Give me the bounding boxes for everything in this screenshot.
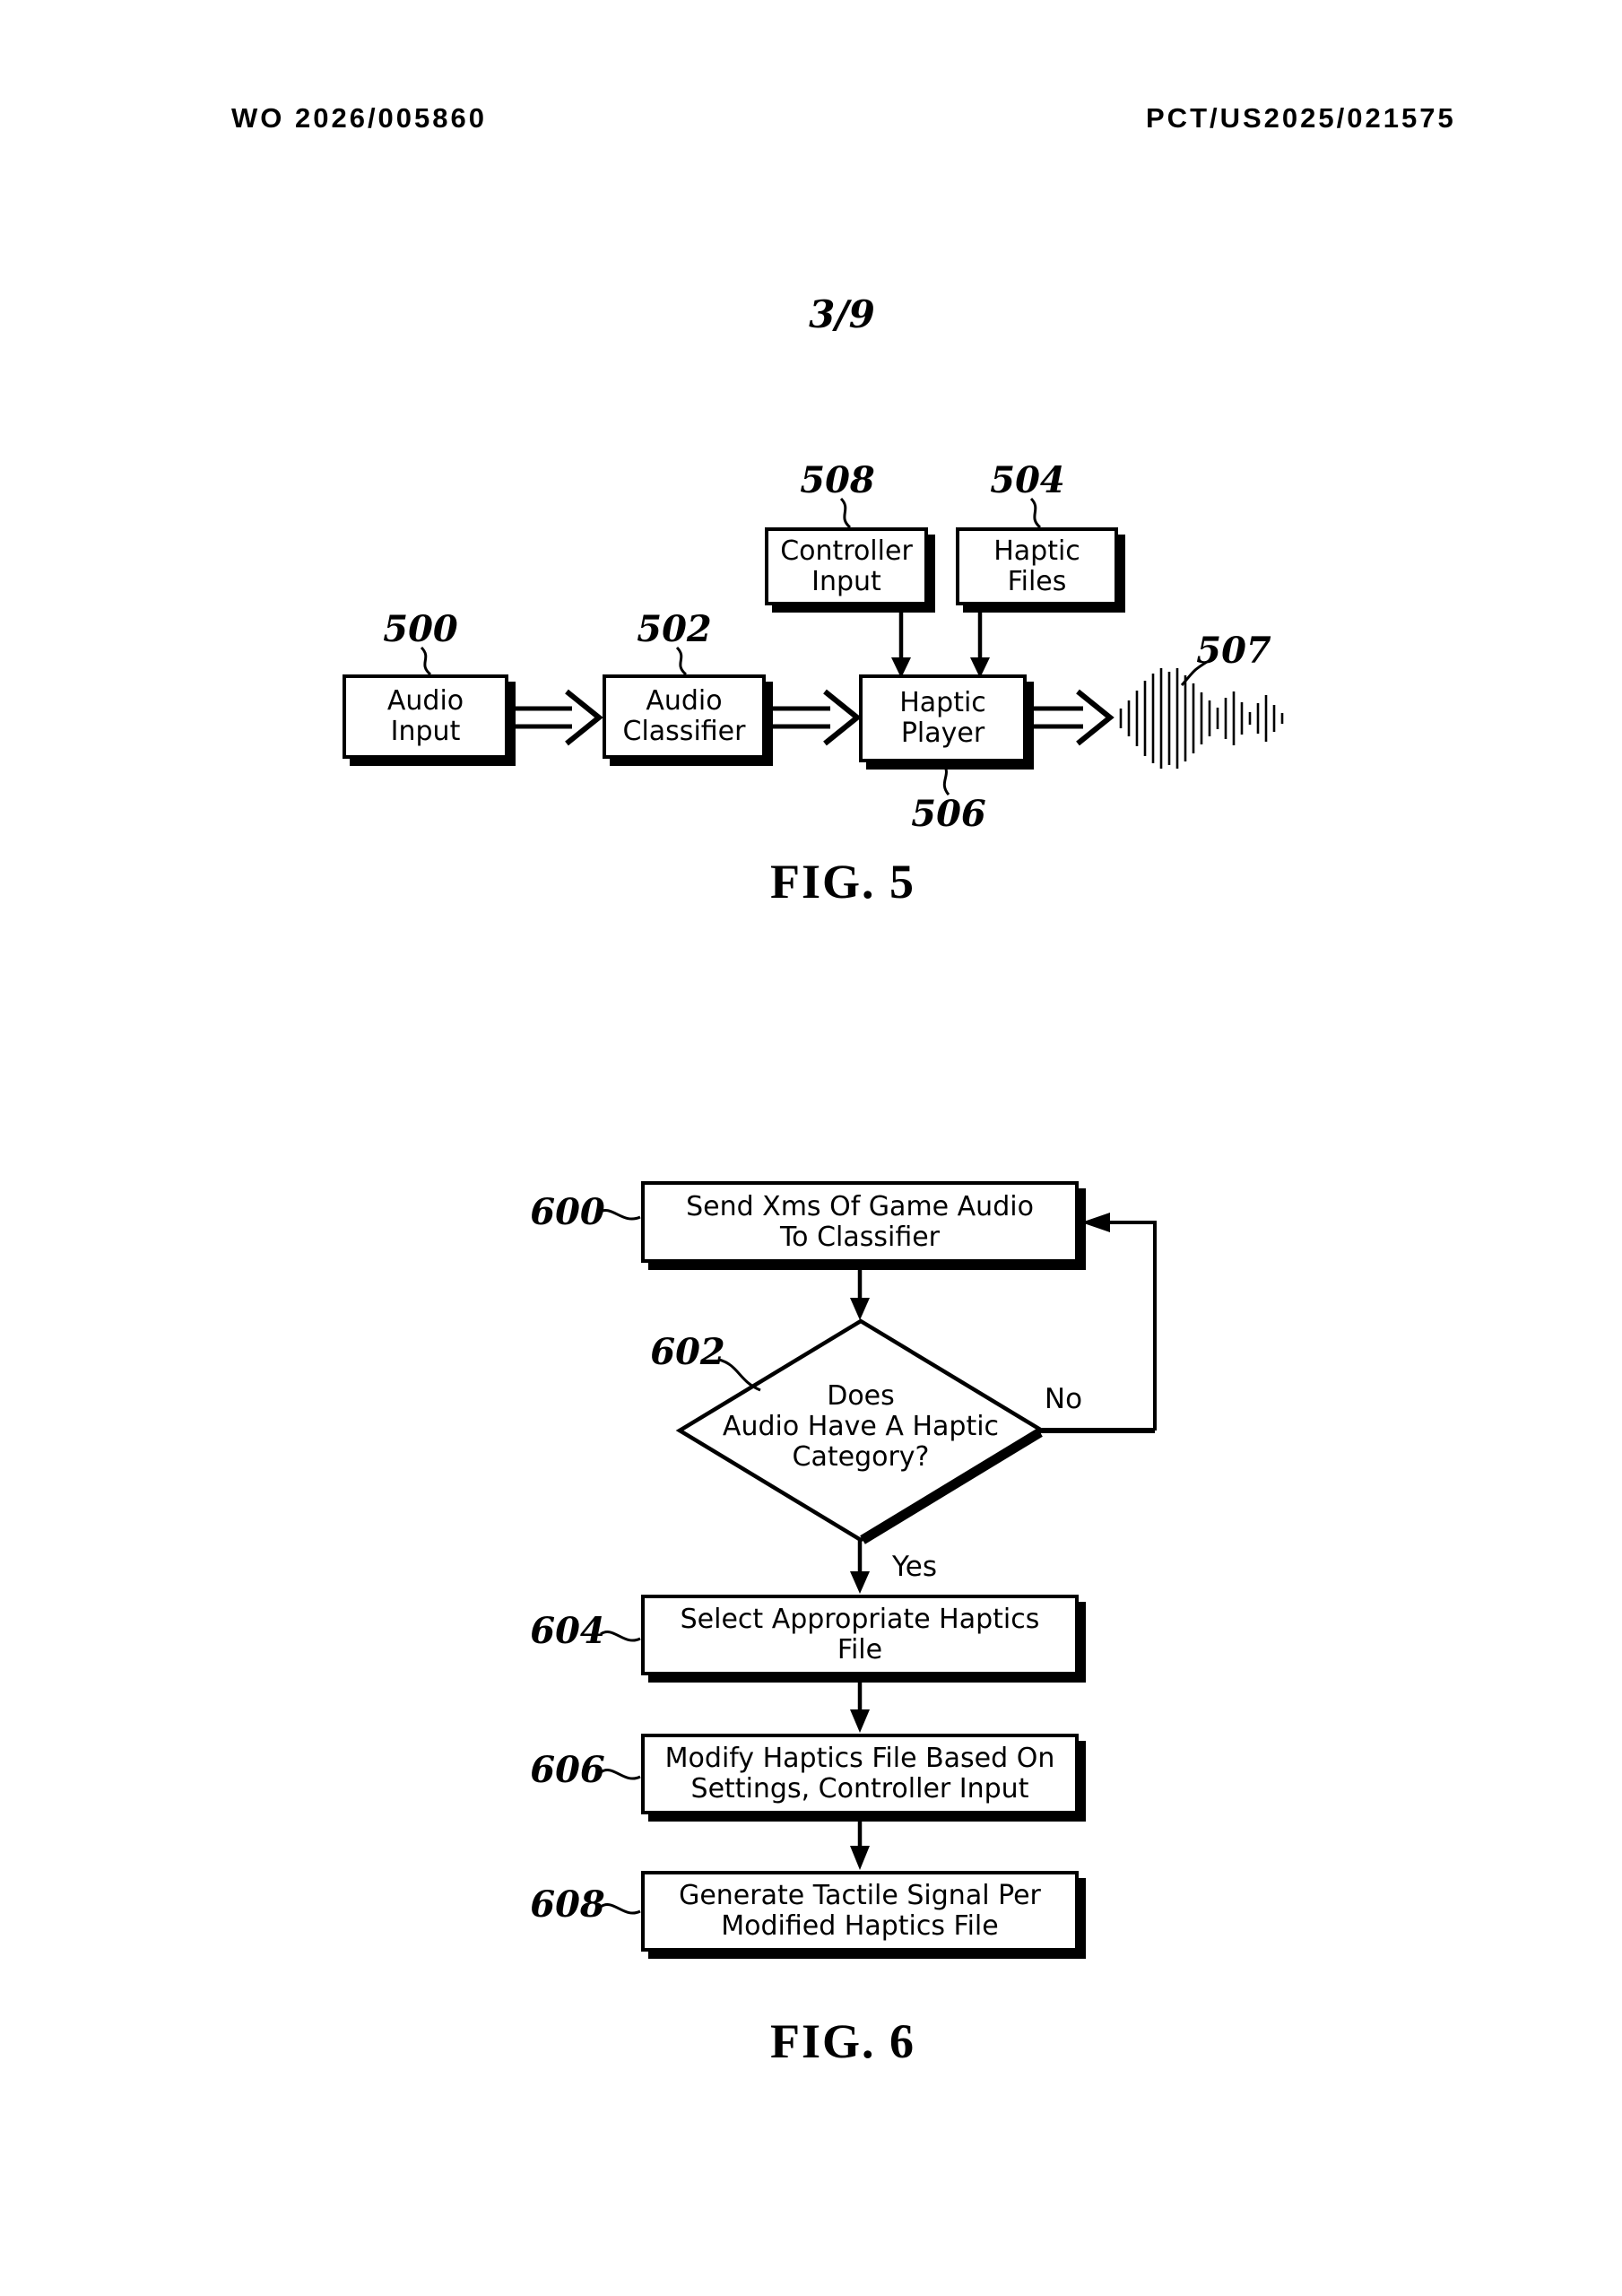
haptic-player-box: Haptic Player (859, 674, 1027, 762)
step-608-box: Generate Tactile Signal Per Modified Hap… (641, 1871, 1079, 1952)
ref-606: 606 (530, 1749, 605, 1791)
ref-608: 608 (530, 1883, 605, 1926)
ref-502: 502 (637, 608, 712, 650)
publication-number: WO 2026/005860 (231, 102, 488, 134)
ref-500: 500 (383, 608, 458, 650)
fig5-leaders (420, 497, 1208, 796)
hollow-arrow-3 (1027, 689, 1115, 746)
no-label: No (1044, 1383, 1083, 1415)
audio-input-box: Audio Input (343, 674, 508, 759)
step-604-box: Select Appropriate Haptics File (641, 1595, 1079, 1675)
step-606-box: Modify Haptics File Based On Settings, C… (641, 1734, 1079, 1814)
haptic-files-arrow (970, 606, 990, 678)
waveform-icon (1119, 668, 1284, 769)
decision-diamond (675, 1318, 1046, 1544)
decision-diamond-text: Does Audio Have A Haptic Category? (722, 1380, 1000, 1473)
ref-602: 602 (650, 1331, 725, 1373)
ref-506: 506 (911, 793, 986, 835)
hollow-arrow-1 (508, 689, 603, 746)
yes-label: Yes (891, 1551, 938, 1583)
fig6-flow-arrows (850, 1263, 870, 1870)
fig5-caption: FIG. 5 (769, 855, 915, 909)
fig6-caption: FIG. 6 (769, 2014, 915, 2068)
sheet-number: 3/9 (809, 292, 875, 336)
ref-504: 504 (990, 459, 1065, 501)
no-feedback-line (1042, 1213, 1157, 1433)
ref-507: 507 (1196, 630, 1271, 672)
ref-508: 508 (800, 459, 875, 501)
audio-classifier-box: Audio Classifier (603, 674, 766, 759)
controller-input-box: Controller Input (765, 527, 928, 605)
application-number: PCT/US2025/021575 (1146, 102, 1456, 134)
ref-600: 600 (530, 1191, 605, 1233)
fig6-leaders (598, 1209, 761, 1915)
controller-input-arrow (891, 606, 911, 678)
hollow-arrow-2 (766, 689, 862, 746)
haptic-files-box: Haptic Files (956, 527, 1118, 605)
step-600-box: Send Xms Of Game Audio To Classifier (641, 1181, 1079, 1263)
ref-604: 604 (530, 1610, 605, 1652)
